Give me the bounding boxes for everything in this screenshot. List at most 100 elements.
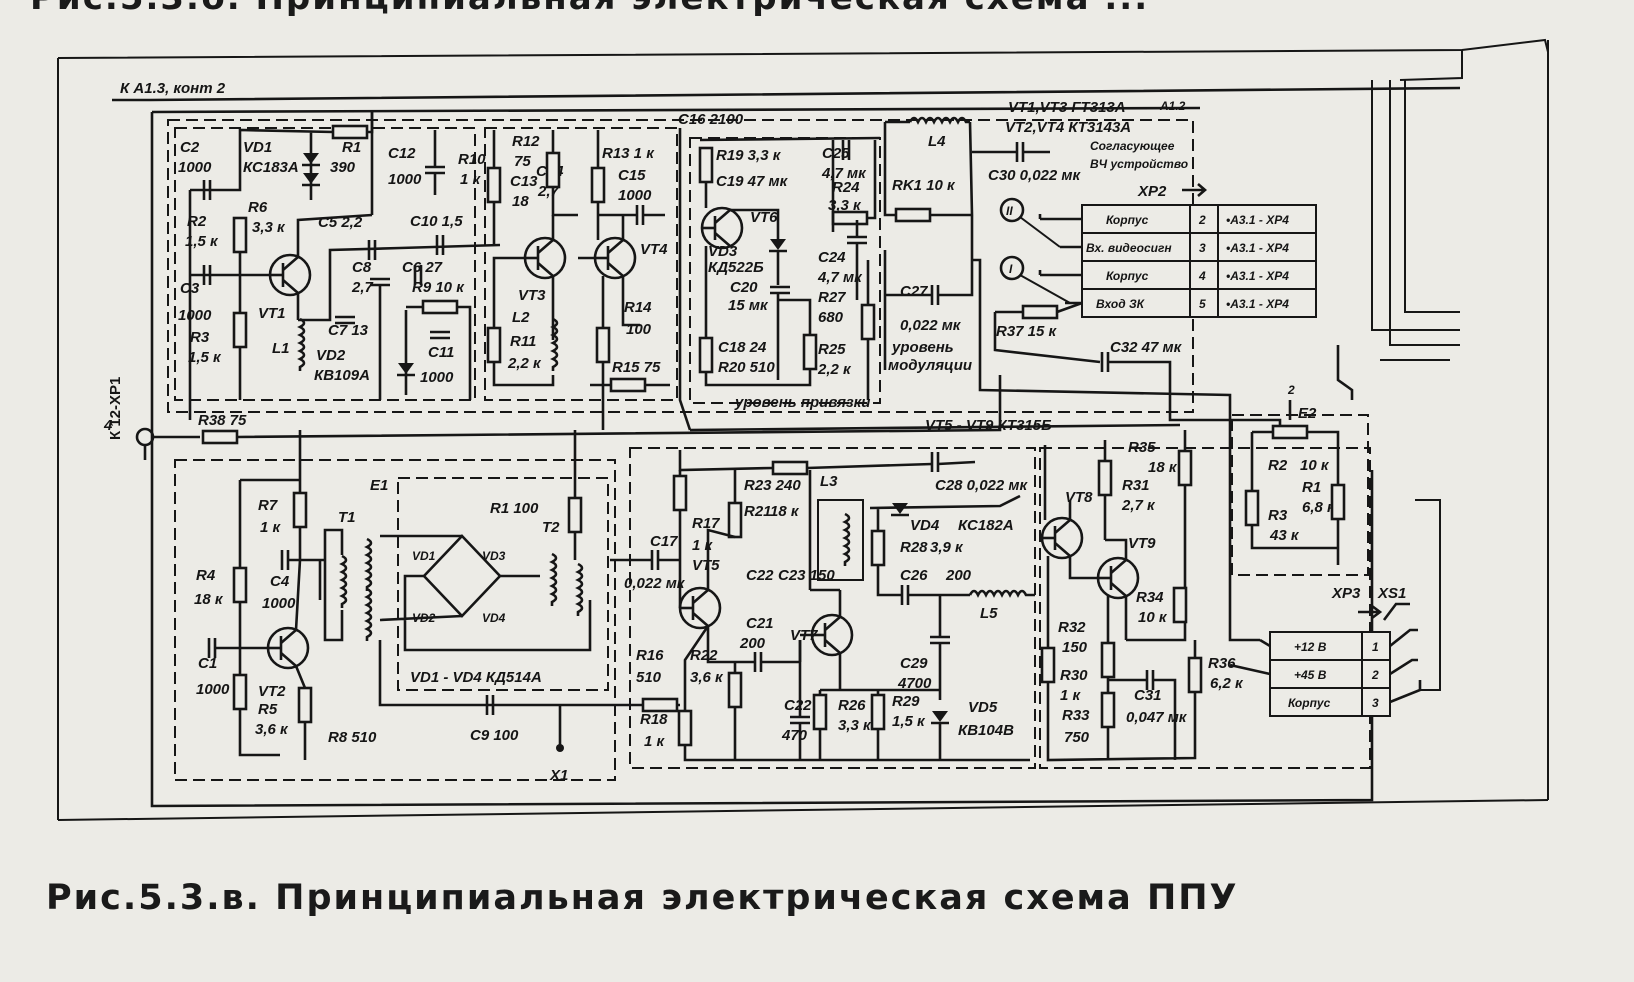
label-rf-note-2: ВЧ устройство [1090,157,1188,171]
label-r33: R33 [1062,707,1090,724]
c7-capacitor [333,315,357,325]
label-c12: С12 [388,145,416,162]
xp2-row-pin: 2 [1198,213,1206,227]
label-r12: R12 [512,133,540,150]
label-vt-group: VT5 - VT9 КТ315Б [925,417,1052,434]
label-r11v: 2,2 к [507,355,542,372]
t2-winding-1 [550,552,558,608]
r11-resistor [486,326,502,364]
vt2-transistor [266,626,310,670]
label-c15: С15 [618,167,646,184]
label-r16: R16 [636,647,664,664]
label-r7v: 1 к [260,519,282,536]
label-vt8: VT8 [1065,489,1093,506]
label-xp3: ХР3 [1331,585,1361,602]
label-e2: Е2 [1298,405,1317,422]
label-vd-b3: VD3 [482,549,506,563]
vt4-transistor [593,236,637,280]
r17-top-resistor [672,474,688,512]
c20-capacitor [768,285,792,295]
label-c16: С16 2100 [678,111,744,128]
t2-winding-2 [576,562,584,618]
label-r33v: 750 [1064,729,1090,746]
c22-capacitor [788,715,812,725]
label-rk1: RK1 10 к [892,177,956,194]
xp2-row-name: Вход ЗК [1096,297,1146,311]
label-r11: R11 [510,333,536,350]
label-r30v: 1 к [1060,687,1082,704]
label-r38: R38 75 [198,412,247,429]
label-vt1: VT1 [258,305,286,322]
label-c24v: 4,7 мк [817,269,863,286]
label-c4v: 1000 [262,595,296,612]
label-rr2: R2 [1268,457,1288,474]
label-c27v: 0,022 мк [900,317,962,334]
label-r27: R27 [818,289,846,306]
ppu-schematic: К А1.3, конт 2 К 12-ХР1 4 R38 75 С2 1000… [57,38,1549,821]
label-xs1: ХS1 [1377,585,1406,602]
label-c22: С22 [746,567,774,584]
label-r14: R14 [624,299,652,316]
c26-capacitor [900,583,910,607]
r19-resistor [698,146,714,184]
xp2-row-pin: 3 [1199,241,1206,255]
l1-inductor [298,317,306,373]
label-r18: R18 [640,711,668,728]
label-r31v: 2,7 к [1121,497,1156,514]
label-r8: R8 510 [328,729,377,746]
label-r31: R31 [1122,477,1150,494]
label-r19: R19 3,3 к [716,147,782,164]
x1-terminal [556,744,564,752]
rk1-thermistor [894,207,932,223]
label-r37: R37 15 к [996,323,1058,340]
r35-resistor [1177,449,1193,487]
c29-capacitor [928,635,952,645]
c32-capacitor [1100,350,1110,374]
label-rb1: R1 100 [490,500,539,517]
label-rr2v: 10 к [1300,457,1330,474]
label-l3: L3 [820,473,838,490]
label-r29v: 1,5 к [892,713,926,730]
label-vt9: VT9 [1128,535,1156,552]
label-c4: С4 [270,573,290,590]
r3-resistor [232,311,248,349]
label-r35v: 18 к [1148,459,1178,476]
label-c22bv: 470 [781,727,808,744]
label-c5: С5 2,2 [318,214,363,231]
r6-resistor [232,216,248,254]
vt1-transistor [268,253,312,297]
xp3-row-pin: 2 [1371,668,1379,682]
t1-winding-2 [365,587,373,643]
t1-winding-1 [365,537,373,593]
label-l1: L1 [272,340,290,357]
test-point-i [999,255,1025,281]
label-c27: С27 [900,283,928,300]
r34-resistor [1172,586,1188,624]
c4-capacitor [280,548,290,572]
label-vd1: VD1 [243,139,272,156]
label-top-feed: К А1.3, конт 2 [120,80,226,97]
label-c8v: 2,7 [351,279,374,296]
label-r25: R25 [818,341,846,358]
label-vd4v: КС182А [958,517,1014,534]
label-c26v: 200 [945,567,972,584]
label-c24: С24 [818,249,846,266]
label-r3v: 1,5 к [188,349,222,366]
label-vd-b4: VD4 [482,611,506,625]
label-r14v: 100 [626,321,652,338]
test-point-ii [999,197,1025,223]
diode-bridge [422,534,502,618]
label-input-conn: К 12-ХР1 [107,377,124,440]
label-vd3v: КД522Б [708,259,764,276]
xp2-row-dest: •А3.1 - ХР4 [1226,241,1289,255]
input-jack-symbol [135,427,155,447]
e2-r1-resistor [1330,483,1346,521]
label-c20: С20 [730,279,758,296]
r27-resistor [860,303,876,341]
label-rf-note-1: Согласующее [1090,139,1175,153]
label-r9: R9 10 к [412,279,465,296]
label-r12v: 75 [514,153,531,170]
vd5-varicap [929,709,951,725]
label-c21v: 200 [739,635,766,652]
label-vt-types-2: VT2,VT4 КТ3143А [1005,119,1131,136]
